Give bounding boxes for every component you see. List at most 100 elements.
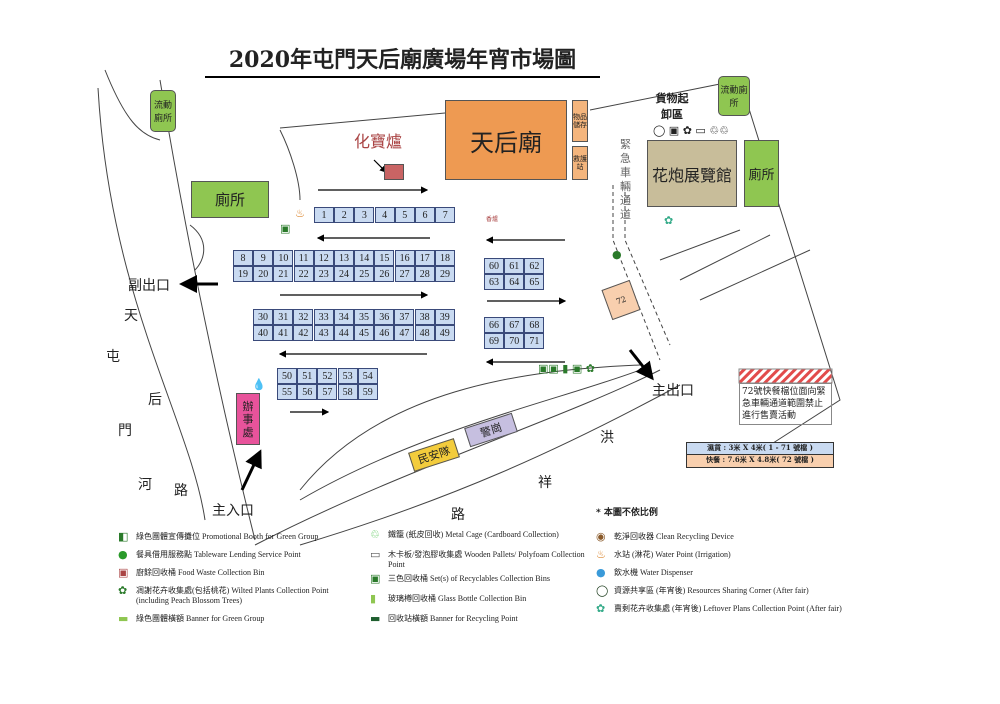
stall-37: 37: [394, 309, 415, 325]
main-exit-label: 主出口: [652, 383, 694, 399]
stall-42: 42: [293, 325, 314, 341]
resources-corner-icon: ◯: [596, 584, 609, 597]
stall-8: 8: [233, 250, 253, 266]
stall-54: 54: [357, 368, 378, 384]
stall-61: 61: [504, 258, 525, 274]
stall-27: 27: [394, 266, 415, 282]
legend-item: 廚餘回收桶 Food Waste Collection Bin: [136, 568, 265, 577]
legend-item: 飲水機 Water Dispenser: [614, 568, 693, 577]
incense-burner: 香爐: [486, 216, 499, 223]
legend-item: 餐具借用服務點 Tableware Lending Service Point: [136, 550, 301, 559]
stall-46: 46: [374, 325, 395, 341]
road-char: 門: [118, 423, 132, 439]
stall-28: 28: [414, 266, 435, 282]
stall-5: 5: [394, 207, 415, 223]
stall-33: 33: [313, 309, 334, 325]
stall-35: 35: [354, 309, 374, 325]
stall-69: 69: [484, 333, 504, 349]
stall-57: 57: [317, 384, 338, 400]
green-banner-icon: ▬: [118, 612, 129, 625]
stall-67: 67: [504, 317, 525, 333]
water-point-icon: ♨: [596, 548, 606, 561]
stall-45: 45: [354, 325, 374, 341]
stall-29: 29: [435, 266, 455, 282]
road-char: 路: [451, 507, 465, 523]
wilted-plants-icon: ✿: [118, 584, 128, 597]
tableware-icon: ●: [118, 548, 128, 561]
road-char: 路: [174, 483, 188, 499]
temple: 天后廟: [445, 100, 567, 180]
stall-21: 21: [273, 266, 294, 282]
food-waste-bin-icon: ▣: [118, 566, 129, 579]
stall-12: 12: [313, 250, 334, 266]
legend-item: 玻璃樽回收桶 Glass Bottle Collection Bin: [388, 594, 527, 603]
stall-25: 25: [354, 266, 375, 282]
promo-booth-icon: ◧: [118, 530, 129, 543]
stall-39: 39: [434, 309, 455, 325]
stall-19: 19: [233, 266, 253, 282]
road-char: 河: [138, 477, 152, 493]
stall-65: 65: [524, 274, 545, 290]
legend-item: 綠色團體橫額 Banner for Green Group: [136, 614, 265, 623]
joss-burner: [384, 164, 404, 180]
stall-60: 60: [484, 258, 504, 274]
road-char: 屯: [106, 349, 120, 365]
flower-hall: 花炮展覽館: [647, 140, 737, 207]
stall-70: 70: [504, 333, 525, 349]
stall-38: 38: [414, 309, 435, 325]
legend-item: 凋謝花卉收集處(包括桃花) Wilted Plants Collection P…: [136, 586, 329, 605]
legend-item: 三色回收桶 Set(s) of Recyclables Collection B…: [388, 574, 550, 583]
stall-24: 24: [334, 266, 354, 282]
tableware-icon: ●: [612, 248, 622, 261]
page-title: 2020年屯門天后廟廣場年宵市場圖: [205, 42, 600, 78]
stall-43: 43: [313, 325, 334, 341]
toilet-left: 廁所: [191, 181, 269, 218]
legend-item: 賣剩花卉收集處 (年宵後) Leftover Plans Collection …: [614, 604, 842, 613]
recycle-bins-icon: ▣: [280, 222, 291, 235]
not-to-scale-note: * 本圖不依比例: [596, 508, 658, 518]
hatched-zone: [738, 368, 833, 384]
mobile-toilet-left: 流動廁所: [150, 90, 176, 132]
stall-63: 63: [484, 274, 504, 290]
water-dispenser-icon: 💧: [252, 378, 266, 391]
stall-62: 62: [524, 258, 545, 274]
legend-item: 乾淨回收器 Clean Recycling Device: [614, 532, 734, 541]
stall-18: 18: [435, 250, 455, 266]
loading-area: 貨物起卸區: [655, 92, 689, 121]
stall-6: 6: [415, 207, 435, 223]
stall-55: 55: [277, 384, 297, 400]
road-char: 天: [124, 308, 138, 324]
stall-51: 51: [297, 368, 318, 384]
map-icons-loading: ◯ ▣ ✿ ▭ ♲♲: [653, 124, 730, 137]
stall-71: 71: [524, 333, 545, 349]
stall-31: 31: [273, 309, 294, 325]
storage: 物品儲存: [572, 100, 588, 142]
legend-item: 鐵籠 (紙皮回收) Metal Cage (Cardboard Collecti…: [388, 530, 559, 539]
map-icons-exit: ▣▣ ▮ ▣ ✿: [538, 362, 595, 375]
legend-item: 綠色團體宣傳攤位 Promotional Booth for Green Gro…: [136, 532, 319, 541]
mobile-toilet-right: 流動廁所: [718, 76, 750, 116]
water-dispenser-icon: ●: [596, 566, 606, 579]
stall-4: 4: [374, 207, 395, 223]
stall-41: 41: [273, 325, 294, 341]
office: 辦事處: [236, 393, 260, 445]
stall-32: 32: [293, 309, 314, 325]
stall-17: 17: [414, 250, 435, 266]
leftover-plants-icon: ✿: [664, 214, 674, 227]
legend-item: 回收站橫額 Banner for Recycling Point: [388, 614, 518, 623]
stall-14: 14: [354, 250, 375, 266]
stall-58: 58: [337, 384, 358, 400]
stall-16: 16: [394, 250, 415, 266]
emergency-lane: 緊急車輛通道: [620, 138, 631, 221]
stall-40: 40: [253, 325, 273, 341]
stall-36: 36: [374, 309, 395, 325]
road-char: 洪: [600, 430, 614, 446]
stall-26: 26: [374, 266, 395, 282]
stall-22: 22: [293, 266, 314, 282]
joss-burner-label: 化寶爐: [354, 132, 403, 151]
size-fast-food: 快餐 : 7.6米 X 4.8米( 72 號檔 ): [686, 454, 834, 468]
stall-34: 34: [333, 309, 354, 325]
road-char: 祥: [538, 475, 552, 491]
